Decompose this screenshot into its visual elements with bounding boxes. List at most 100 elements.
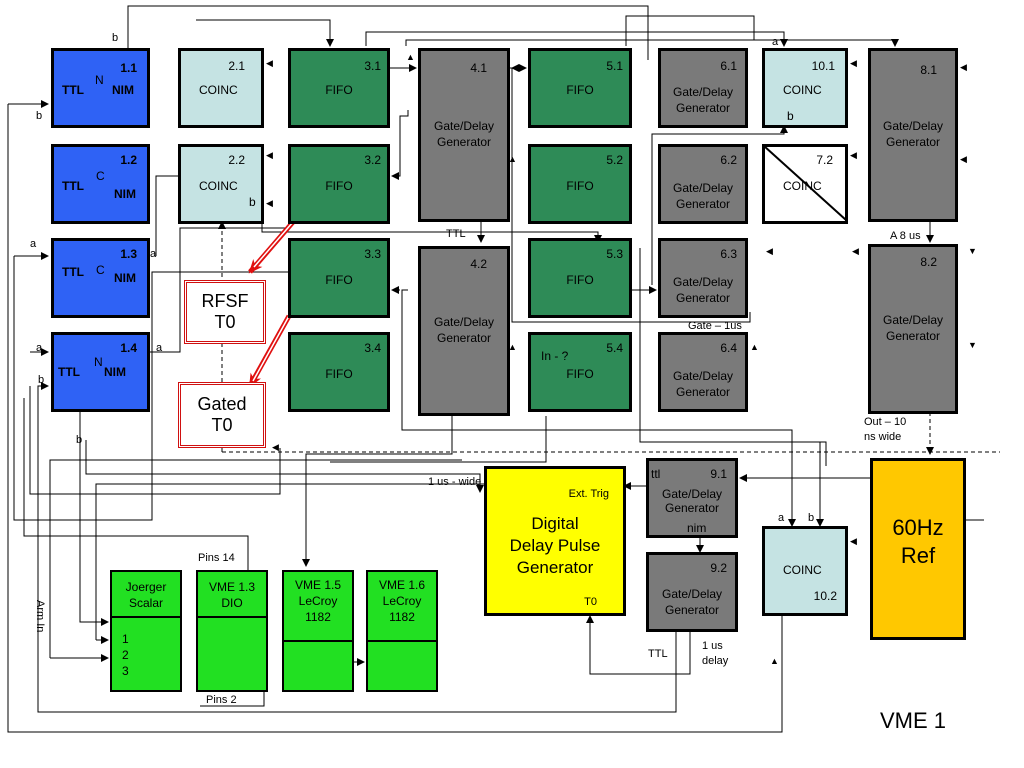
module-10-1[interactable]: 10.1 COINC b <box>762 48 848 128</box>
module-input-note: In - ? <box>541 349 569 363</box>
input-b-label: b <box>787 109 794 123</box>
nim-output-label: nim <box>687 521 707 535</box>
wire-label-b-14: b <box>38 374 45 386</box>
vme-1-6-lecroy[interactable]: VME 1.6 LeCroy 1182 <box>366 570 438 692</box>
ttl-label: TTL <box>62 83 84 97</box>
connector-triangle-icon: ◀ <box>766 246 773 256</box>
module-4-1[interactable]: 4.1 Gate/Delay Generator <box>418 48 510 222</box>
module-number: 8.1 <box>920 63 937 77</box>
connector-triangle-icon: ◀ <box>850 58 857 68</box>
card-line2: LeCroy <box>298 594 338 608</box>
module-9-1[interactable]: ttl 9.1 Gate/Delay Generator nim <box>646 458 738 538</box>
card-divider <box>368 640 436 642</box>
card-line1: VME 1.6 <box>378 578 426 592</box>
module-5-1[interactable]: 5.1 FIFO <box>528 48 632 128</box>
ref-line2: Ref <box>900 543 936 568</box>
nim-label: NIM <box>114 187 136 201</box>
module-5-2[interactable]: 5.2 FIFO <box>528 144 632 224</box>
module-label: FIFO <box>566 83 594 97</box>
module-label-line2: Generator <box>885 135 941 149</box>
module-3-1[interactable]: 3.1 FIFO <box>288 48 390 128</box>
module-5-3[interactable]: 5.3 FIFO <box>528 238 632 318</box>
module-number: 1.4 <box>120 341 137 355</box>
module-label-line2: Generator <box>675 291 731 305</box>
module-7-2[interactable]: 7.2 COINC <box>762 144 848 224</box>
card-divider <box>198 616 266 618</box>
module-number: 3.2 <box>364 153 381 167</box>
module-label-line1: Gate/Delay <box>672 369 734 383</box>
vme-1-5-lecroy[interactable]: VME 1.5 LeCroy 1182 <box>282 570 354 692</box>
coinc-10-2-input-a: a <box>778 512 785 524</box>
nim-label: NIM <box>104 365 126 379</box>
module-number: 2.2 <box>228 153 245 167</box>
module-label: COINC <box>783 179 822 193</box>
module-10-2[interactable]: COINC 10.2 <box>762 526 848 616</box>
pins-14-label: Pins 14 <box>198 552 235 564</box>
module-label: FIFO <box>566 367 594 381</box>
card-line2: DIO <box>221 596 243 610</box>
module-2-1[interactable]: 2.1 COINC <box>178 48 264 128</box>
module-5-4[interactable]: 5.4 In - ? FIFO <box>528 332 632 412</box>
callout-line2: T0 <box>214 312 236 332</box>
module-3-3[interactable]: 3.3 FIFO <box>288 238 390 318</box>
module-6-2[interactable]: 6.2 Gate/Delay Generator <box>658 144 748 224</box>
module-number: 1.3 <box>120 247 137 261</box>
connector-triangle-icon: ◀ <box>960 154 967 164</box>
wire-label-a-14: a <box>36 342 43 354</box>
module-3-4[interactable]: 3.4 FIFO <box>288 332 390 412</box>
module-4-2[interactable]: 4.2 Gate/Delay Generator <box>418 246 510 416</box>
1us-wide-label: 1 us - wide <box>428 476 482 488</box>
module-number: 5.4 <box>606 341 623 355</box>
module-1-4[interactable]: 1.4 TTL N NIM <box>51 332 150 412</box>
module-6-1[interactable]: 6.1 Gate/Delay Generator <box>658 48 748 128</box>
module-2-2[interactable]: 2.2 COINC b <box>178 144 264 224</box>
module-label: COINC <box>783 563 822 577</box>
module-label: COINC <box>199 83 238 97</box>
channel-type: N <box>94 355 103 369</box>
module-label: FIFO <box>325 367 353 381</box>
ttl-input-label: ttl <box>651 467 661 481</box>
module-label-line1: Gate/Delay <box>661 587 723 601</box>
out-10ns-label-line1: Out – 10 <box>864 416 907 428</box>
nim-label: NIM <box>114 271 136 285</box>
ttl-label: TTL <box>62 179 84 193</box>
module-1-2[interactable]: 1.2 TTL C NIM <box>51 144 150 224</box>
module-6-3[interactable]: 6.3 Gate/Delay Generator <box>658 238 748 318</box>
wire-to-coinc101 <box>365 31 788 47</box>
vme-1-3-dio[interactable]: VME 1.3 DIO <box>196 570 268 692</box>
module-number: 3.3 <box>364 247 381 261</box>
channel-type: C <box>96 263 105 277</box>
module-number: 4.1 <box>470 61 487 75</box>
module-number: 9.2 <box>710 561 727 575</box>
module-8-2[interactable]: 8.2 Gate/Delay Generator <box>868 244 958 414</box>
module-label-line2: Generator <box>664 603 720 617</box>
module-6-4[interactable]: 6.4 Gate/Delay Generator <box>658 332 748 412</box>
module-9-2[interactable]: 9.2 Gate/Delay Generator <box>646 552 738 632</box>
module-label-line2: Generator <box>436 331 492 345</box>
digital-delay-pulse-generator[interactable]: Ext. Trig Digital Delay Pulse Generator … <box>484 466 626 616</box>
vme-crate-title: VME 1 <box>880 708 947 733</box>
module-number: 5.1 <box>606 59 623 73</box>
module-label-line2: Generator <box>436 135 492 149</box>
channel-3: 3 <box>122 664 129 678</box>
joerger-scalar[interactable]: Joerger Scalar 1 2 3 <box>110 570 182 692</box>
60hz-ref-module[interactable]: 60Hz Ref <box>870 458 966 640</box>
module-number: 10.2 <box>813 589 837 603</box>
module-number: 1.1 <box>120 61 137 75</box>
module-1-3[interactable]: 1.3 TTL C NIM <box>51 238 150 318</box>
connector-triangle-icon: ◀ <box>266 150 273 160</box>
callout-line2: T0 <box>211 415 233 435</box>
wire-label-a-top: a <box>772 36 779 48</box>
wire-label-a-13: a <box>30 238 37 250</box>
module-label-line1: Gate/Delay <box>882 313 944 327</box>
connector-triangle-icon: ▲ <box>406 52 415 62</box>
module-number: 5.2 <box>606 153 623 167</box>
module-8-1[interactable]: 8.1 Gate/Delay Generator <box>868 48 958 222</box>
ref-line1: 60Hz <box>892 515 944 540</box>
module-number: 3.1 <box>364 59 381 73</box>
module-3-2[interactable]: 3.2 FIFO <box>288 144 390 224</box>
module-1-1[interactable]: 1.1 TTL N NIM <box>51 48 150 128</box>
nim-label: NIM <box>112 83 134 97</box>
module-label-line2: Generator <box>675 385 731 399</box>
